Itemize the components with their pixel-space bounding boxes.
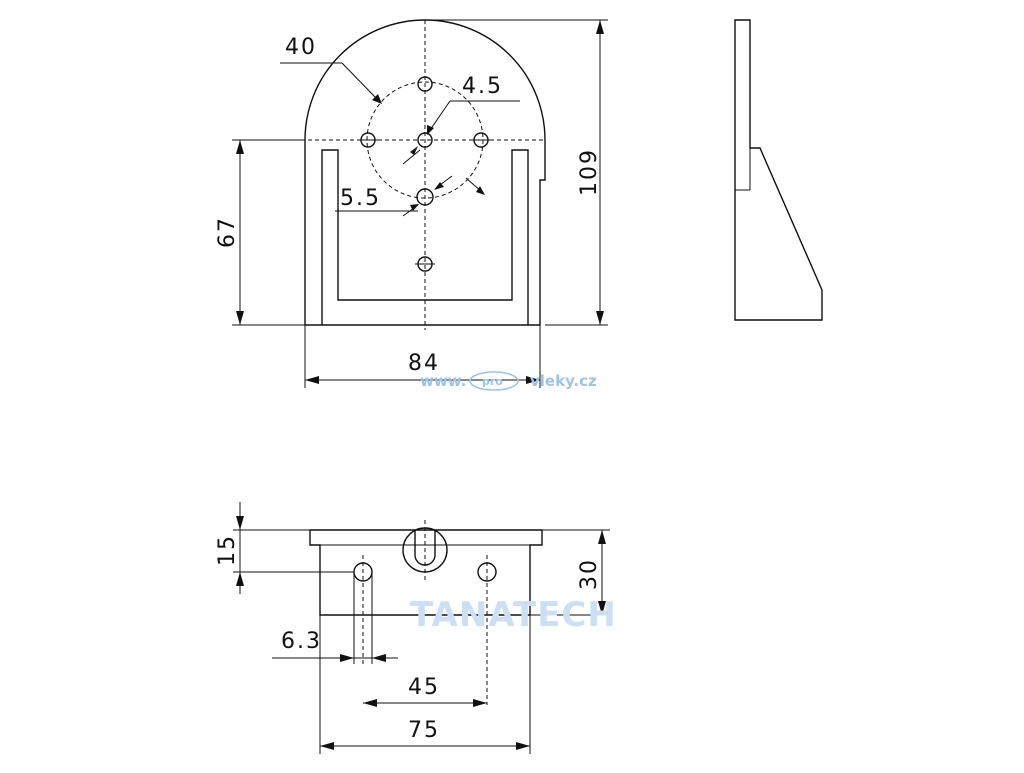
dim-6-3-arrow-left [340, 654, 354, 662]
dim-30-arrow-top [598, 530, 606, 544]
dim-5-5-label: 5.5 [340, 186, 381, 211]
front-plate-outline [304, 19, 546, 326]
dim-109-arrow-bottom [596, 311, 604, 325]
brand-watermark: TANATECH [410, 595, 617, 635]
holes [358, 76, 491, 272]
dim-6-3-arrow-right [372, 654, 386, 662]
dim-84-label: 84 [408, 351, 440, 376]
leader-40-arrow [372, 94, 382, 104]
dim-67-label: 67 [215, 216, 240, 248]
leader-4-5-arrow-bottom [410, 146, 418, 155]
dim-30-arrow-bottom [598, 601, 606, 615]
dim-67-arrow-bottom [236, 311, 244, 325]
bottom-view: 15 30 6.3 45 75 TANATECH [215, 502, 617, 754]
dim-75-label: 75 [408, 718, 440, 743]
dim-15-arrow-bottom [236, 572, 244, 586]
leader-right-tick-arrow [476, 186, 485, 195]
dim-75-arrow-right [516, 742, 530, 750]
dim-109-arrow-top [596, 20, 604, 34]
dim-84-arrow-right [526, 376, 540, 384]
side-profile-outline [734, 19, 823, 321]
leader-4-5-lower [402, 149, 421, 165]
leader-5-5-arrow-left [410, 204, 419, 211]
leader-4-5-diagonal [429, 100, 451, 131]
dim-84-arrow-left [305, 376, 319, 384]
dim-45-arrow-right [473, 699, 487, 707]
watermark-url-middle: pro [482, 375, 503, 388]
dim-40-label: 40 [285, 35, 317, 60]
hole-top [417, 76, 433, 92]
dim-109-label: 109 [577, 148, 602, 196]
leader-4-5-arrow-top [427, 125, 434, 135]
dim-67-arrow-top [236, 140, 244, 154]
dim-75-arrow-left [320, 742, 334, 750]
dim-45-label: 45 [408, 675, 440, 700]
dim-30-label: 30 [577, 558, 602, 590]
hole-bottom [416, 188, 434, 206]
leader-40-diagonal [341, 62, 377, 99]
watermark-url-right: vleky.cz [530, 372, 597, 390]
watermark-url-left: www. [420, 372, 466, 390]
dim-15-arrow-top [236, 516, 244, 530]
dim-45-arrow-left [363, 699, 377, 707]
side-view [734, 19, 823, 321]
dim-15-label: 15 [215, 534, 240, 566]
watermark-logo-ring [469, 371, 519, 391]
leader-5-5-arrow-right [434, 182, 444, 190]
dim-4-5-label: 4.5 [462, 74, 503, 99]
hole-center [417, 132, 433, 148]
url-watermark: www. pro vleky.cz [420, 371, 597, 391]
dim-6-3-label: 6.3 [281, 629, 322, 654]
front-view: 40 4.5 5.5 109 67 [215, 19, 608, 391]
